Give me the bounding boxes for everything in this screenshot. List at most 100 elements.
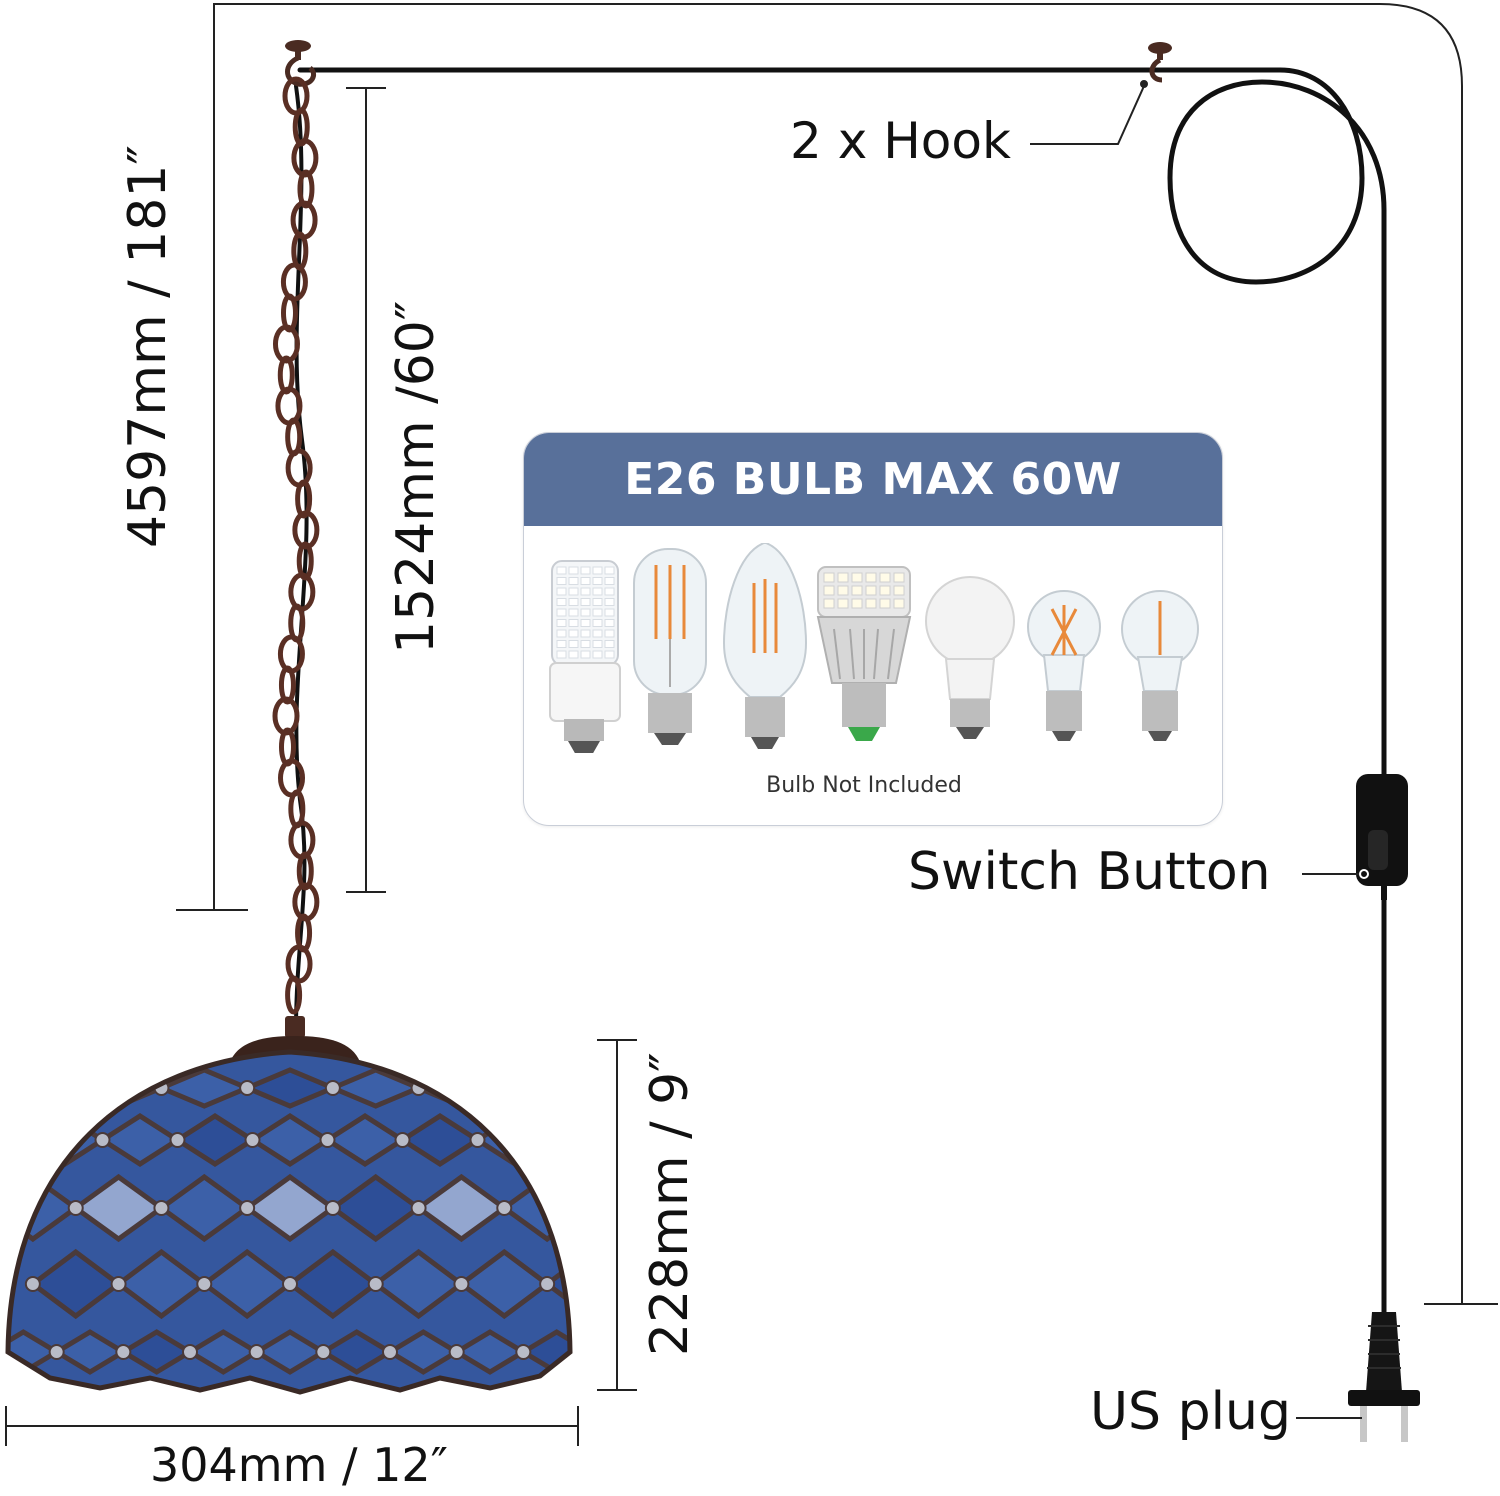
glass-pane — [8, 1070, 76, 1106]
led-chip — [580, 629, 591, 638]
led-chip — [580, 640, 591, 648]
plug-label: US plug — [1090, 1382, 1292, 1442]
glass-pane — [332, 1070, 419, 1106]
led-chip — [823, 572, 835, 583]
jewel — [19, 1132, 36, 1148]
jewel — [544, 1132, 561, 1148]
chain-length-label: 1524mm /60″ — [386, 300, 446, 654]
led-chip — [865, 598, 877, 609]
hook-label: 2 x Hook — [790, 112, 1011, 170]
jewel — [515, 1344, 532, 1360]
jewel — [324, 1080, 341, 1096]
jewel — [169, 1132, 186, 1148]
hook-leader — [1030, 80, 1148, 145]
g16-filament-bulb-icon — [1027, 590, 1101, 741]
glass-pane — [247, 1177, 333, 1239]
led-chip — [604, 598, 615, 606]
led-chip — [580, 608, 591, 617]
led-chip — [604, 566, 615, 575]
jewel — [453, 1276, 470, 1292]
led-chip — [879, 598, 891, 609]
led-chip — [893, 598, 905, 609]
led-chip — [837, 572, 849, 583]
led-chip — [604, 587, 615, 596]
led-chip — [556, 577, 567, 585]
led-chip — [580, 566, 591, 575]
jewel — [324, 1200, 341, 1216]
led-chip — [851, 585, 863, 596]
led-chip — [568, 629, 579, 638]
jewel — [115, 1344, 132, 1360]
led-chip — [604, 640, 615, 648]
lead-line — [8, 1067, 83, 1109]
inline-switch-icon — [1356, 774, 1408, 900]
jewel — [394, 1132, 411, 1148]
led-chip — [851, 598, 863, 609]
bulb-card-title: E26 BULB MAX 60W — [524, 433, 1222, 526]
jewel — [496, 1200, 513, 1216]
bulb-compatibility-card: E26 BULB MAX 60W — [523, 432, 1223, 826]
jewel — [67, 1080, 84, 1096]
jewel — [539, 1276, 556, 1292]
jewel — [410, 1200, 427, 1216]
led-chip — [823, 585, 835, 596]
a19-led-bulb-icon — [925, 576, 1015, 739]
glass-pane — [523, 1332, 570, 1372]
jewel — [248, 1344, 265, 1360]
hook-right-icon — [1148, 42, 1172, 83]
led-chip — [592, 650, 603, 659]
led-chip — [580, 577, 591, 585]
chain-link — [296, 851, 314, 891]
led-chip — [568, 650, 579, 659]
jewel — [367, 1276, 384, 1292]
shade-height-dimension — [597, 1039, 637, 1391]
lead-line — [518, 1329, 570, 1375]
led-chip — [592, 629, 603, 638]
led-chip — [592, 587, 603, 596]
us-plug-icon — [1348, 1312, 1420, 1442]
jewel — [244, 1132, 261, 1148]
jewel — [319, 1132, 336, 1148]
jewel — [239, 1080, 256, 1096]
led-chip — [568, 566, 579, 575]
jewel — [182, 1344, 198, 1360]
led-chip — [568, 598, 579, 606]
led-chip — [592, 566, 603, 575]
t10-filament-bulb-icon — [633, 548, 707, 745]
switch-leader — [1302, 869, 1369, 879]
led-chip — [568, 608, 579, 617]
led-chip — [893, 585, 905, 596]
jewel — [24, 1276, 41, 1292]
st64-edison-bulb-icon — [722, 543, 808, 749]
glass-pane — [247, 1070, 333, 1106]
glass-pane — [332, 1177, 419, 1239]
led-chip — [893, 572, 905, 583]
led-chip — [580, 598, 591, 606]
jewel — [67, 1200, 84, 1216]
glass-pane — [190, 1332, 257, 1372]
led-chip — [592, 640, 603, 648]
jewel — [382, 1344, 398, 1360]
jewel — [48, 1344, 65, 1360]
chain-link — [285, 975, 303, 1015]
led-chip — [604, 608, 615, 617]
led-chip — [556, 608, 567, 617]
led-chip — [568, 640, 579, 648]
led-chip — [865, 585, 877, 596]
bulb-not-included-note: Bulb Not Included — [766, 773, 962, 798]
s14-filament-bulb-icon — [1121, 590, 1199, 741]
jewel — [153, 1200, 170, 1216]
led-chip — [604, 650, 615, 659]
dimension-frame — [176, 3, 1498, 1305]
bulb-row — [549, 543, 1199, 753]
jewel — [110, 1276, 127, 1292]
tiffany-shade — [8, 1052, 570, 1392]
glass-pane — [256, 1332, 324, 1372]
jewel — [448, 1344, 465, 1360]
led-chip — [568, 577, 579, 585]
chain-link — [278, 665, 296, 705]
led-chip — [592, 598, 603, 606]
jewel — [315, 1344, 332, 1360]
